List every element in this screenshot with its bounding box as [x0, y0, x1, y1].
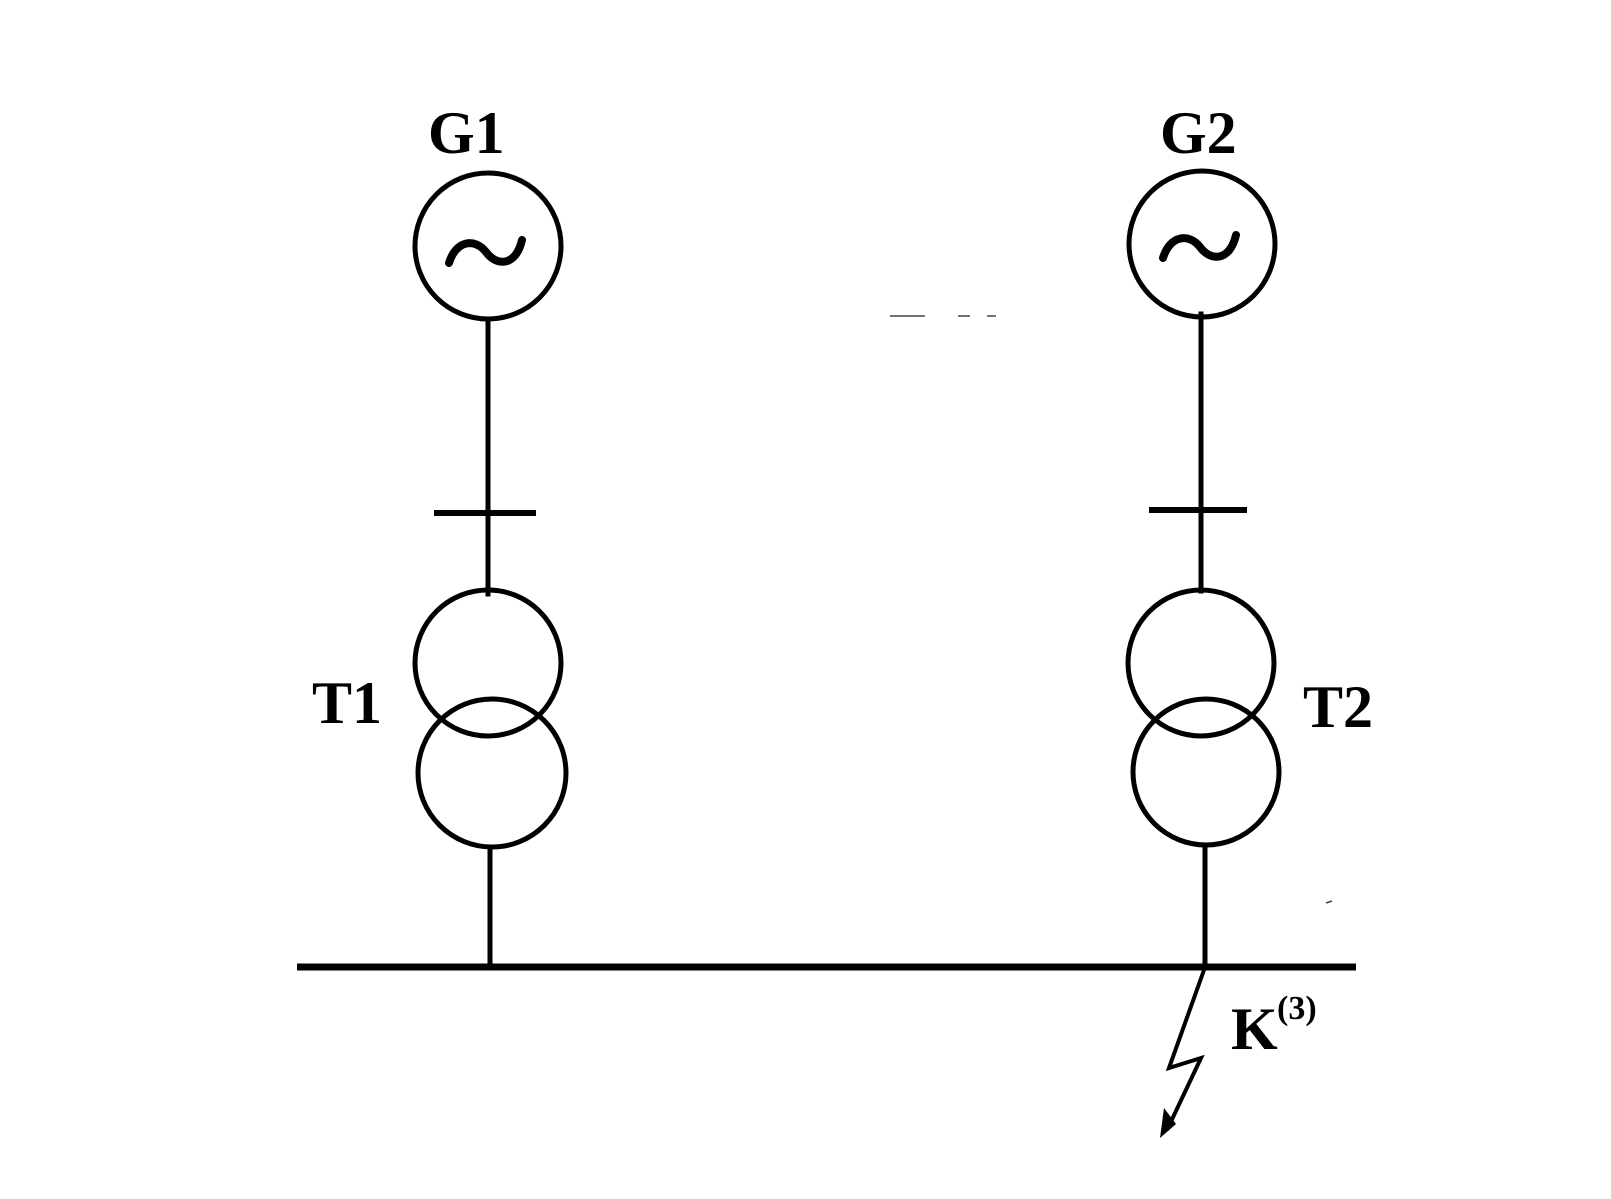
- generator-1-circle: [412, 170, 564, 322]
- branch-1: G1 T1: [312, 100, 569, 969]
- generator-2: [1126, 168, 1278, 320]
- sine-wave-icon: [1159, 231, 1240, 262]
- fault-type-superscript: (3): [1277, 990, 1317, 1027]
- fault-arrowhead: [1160, 1108, 1176, 1138]
- generator-1-label: G1: [428, 100, 505, 166]
- transformer-2: [1125, 587, 1282, 848]
- scan-artifacts: [890, 315, 1333, 904]
- sine-wave-icon: [445, 236, 526, 267]
- generator-1: [412, 170, 564, 322]
- transformer-2-label: T2: [1303, 674, 1373, 740]
- generator-2-label: G2: [1160, 100, 1237, 166]
- lightning-arrow-icon: [1165, 969, 1206, 1131]
- transformer-1-secondary-winding: [415, 696, 569, 850]
- fault-label: K: [1231, 996, 1278, 1062]
- branch-2: G2 T2: [1125, 100, 1373, 969]
- transformer-1: [412, 587, 569, 850]
- transformer-2-primary-winding: [1125, 587, 1277, 739]
- transformer-1-primary-winding: [412, 587, 564, 739]
- transformer-2-secondary-winding: [1130, 696, 1282, 848]
- fault-point: K (3): [1160, 969, 1317, 1138]
- transformer-1-label: T1: [312, 670, 382, 736]
